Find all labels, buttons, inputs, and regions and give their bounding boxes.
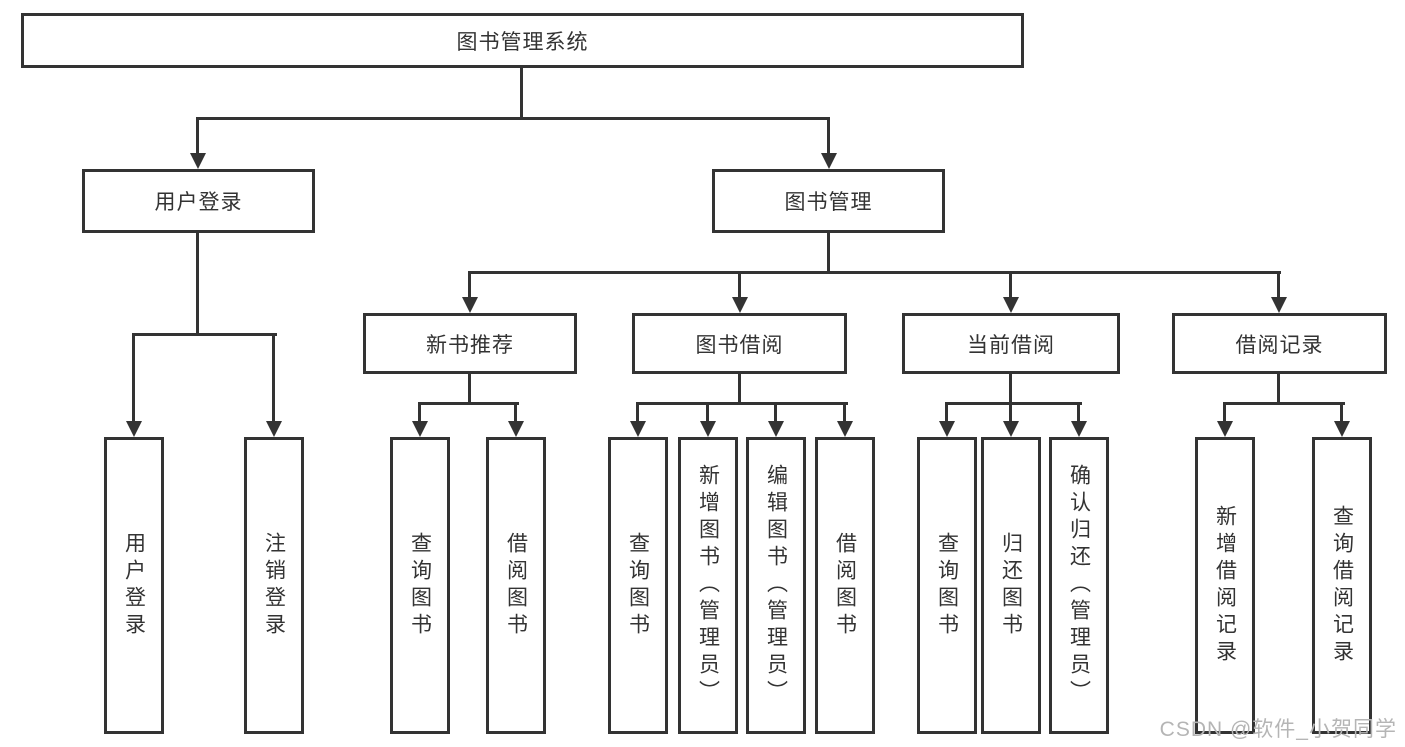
node-add-book-admin-label: 新增图书（管理员） bbox=[696, 464, 720, 707]
connector-vline bbox=[418, 402, 421, 423]
node-library-system: 图书管理系统 bbox=[21, 13, 1024, 68]
arrow-down-icon bbox=[1003, 421, 1019, 437]
connector-hline bbox=[945, 402, 1082, 405]
connector-hline bbox=[196, 117, 830, 120]
connector-vline bbox=[520, 68, 523, 119]
connector-vline bbox=[1340, 402, 1343, 423]
connector-vline bbox=[468, 271, 471, 299]
node-borrow-books-recommend-label: 借阅图书 bbox=[504, 531, 528, 640]
node-edit-book-admin-label: 编辑图书（管理员） bbox=[764, 464, 788, 707]
node-query-borrow-record-label: 查询借阅记录 bbox=[1330, 504, 1354, 667]
node-new-book-recommendation-label: 新书推荐 bbox=[426, 333, 514, 357]
csdn-watermark: CSDN @软件_小贺同学 bbox=[1159, 718, 1397, 741]
node-book-management-label: 图书管理 bbox=[784, 191, 873, 214]
arrow-down-icon bbox=[732, 297, 748, 313]
connector-vline bbox=[468, 374, 471, 405]
node-current-borrowing: 当前借阅 bbox=[902, 313, 1120, 374]
arrow-down-icon bbox=[1003, 297, 1019, 313]
node-current-borrowing-label: 当前借阅 bbox=[967, 333, 1055, 357]
connector-hline bbox=[132, 333, 277, 336]
connector-vline bbox=[636, 402, 639, 423]
node-logout: 注销登录 bbox=[244, 437, 304, 734]
node-new-book-recommendation: 新书推荐 bbox=[363, 313, 577, 374]
node-query-books-recommend: 查询图书 bbox=[390, 437, 450, 734]
connector-vline bbox=[945, 402, 948, 423]
connector-hline bbox=[418, 402, 519, 405]
node-book-borrowing-label: 图书借阅 bbox=[695, 333, 784, 357]
connector-vline bbox=[196, 117, 199, 157]
node-query-books-current: 查询图书 bbox=[917, 437, 977, 734]
node-book-borrowing: 图书借阅 bbox=[632, 313, 847, 374]
arrow-down-icon bbox=[1334, 421, 1350, 437]
node-return-books: 归还图书 bbox=[981, 437, 1041, 734]
connector-vline bbox=[738, 374, 741, 405]
arrow-down-icon bbox=[412, 421, 428, 437]
arrow-down-icon bbox=[266, 421, 282, 437]
connector-vline bbox=[843, 402, 846, 423]
node-user-login-group: 用户登录 bbox=[82, 169, 315, 233]
node-query-books-recommend-label: 查询图书 bbox=[408, 531, 432, 640]
arrow-down-icon bbox=[462, 297, 478, 313]
connector-vline bbox=[706, 402, 709, 423]
arrow-down-icon bbox=[126, 421, 142, 437]
arrow-down-icon bbox=[1217, 421, 1233, 437]
arrow-down-icon bbox=[1271, 297, 1287, 313]
node-borrow-books-recommend: 借阅图书 bbox=[486, 437, 546, 734]
node-query-books-borrowing: 查询图书 bbox=[608, 437, 668, 734]
connector-vline bbox=[1223, 402, 1226, 423]
node-add-borrow-record: 新增借阅记录 bbox=[1195, 437, 1255, 734]
node-borrowing-records-label: 借阅记录 bbox=[1235, 333, 1324, 357]
connector-vline bbox=[272, 333, 275, 423]
arrow-down-icon bbox=[768, 421, 784, 437]
connector-hline bbox=[468, 271, 1281, 274]
node-user-login-group-label: 用户登录 bbox=[154, 191, 243, 214]
connector-hline bbox=[636, 402, 848, 405]
connector-vline bbox=[1277, 374, 1280, 405]
connector-vline bbox=[1077, 402, 1080, 423]
node-add-borrow-record-label: 新增借阅记录 bbox=[1213, 504, 1237, 667]
connector-vline bbox=[827, 233, 830, 274]
arrow-down-icon bbox=[821, 153, 837, 169]
node-user-login-label: 用户登录 bbox=[122, 531, 146, 640]
node-user-login: 用户登录 bbox=[104, 437, 164, 734]
connector-vline bbox=[196, 233, 199, 335]
node-book-management: 图书管理 bbox=[712, 169, 945, 233]
arrow-down-icon bbox=[939, 421, 955, 437]
node-confirm-return-admin: 确认归还（管理员） bbox=[1049, 437, 1109, 734]
node-query-books-borrowing-label: 查询图书 bbox=[626, 531, 650, 640]
connector-vline bbox=[132, 333, 135, 423]
arrow-down-icon bbox=[837, 421, 853, 437]
node-borrow-books-label: 借阅图书 bbox=[833, 531, 857, 640]
arrow-down-icon bbox=[190, 153, 206, 169]
connector-hline bbox=[1223, 402, 1345, 405]
node-logout-label: 注销登录 bbox=[262, 531, 286, 640]
node-borrowing-records: 借阅记录 bbox=[1172, 313, 1387, 374]
node-edit-book-admin: 编辑图书（管理员） bbox=[746, 437, 806, 734]
connector-vline bbox=[738, 271, 741, 299]
node-confirm-return-admin-label: 确认归还（管理员） bbox=[1067, 464, 1091, 707]
connector-vline bbox=[1277, 271, 1280, 299]
connector-vline bbox=[1009, 402, 1012, 423]
connector-vline bbox=[827, 117, 830, 157]
connector-vline bbox=[1009, 374, 1012, 405]
node-query-borrow-record: 查询借阅记录 bbox=[1312, 437, 1372, 734]
connector-vline bbox=[774, 402, 777, 423]
node-return-books-label: 归还图书 bbox=[999, 531, 1023, 640]
arrow-down-icon bbox=[508, 421, 524, 437]
connector-vline bbox=[1009, 271, 1012, 299]
node-library-system-label: 图书管理系统 bbox=[456, 30, 589, 54]
connector-vline bbox=[514, 402, 517, 423]
arrow-down-icon bbox=[700, 421, 716, 437]
arrow-down-icon bbox=[1071, 421, 1087, 437]
node-borrow-books: 借阅图书 bbox=[815, 437, 875, 734]
arrow-down-icon bbox=[630, 421, 646, 437]
node-query-books-current-label: 查询图书 bbox=[935, 531, 959, 640]
node-add-book-admin: 新增图书（管理员） bbox=[678, 437, 738, 734]
